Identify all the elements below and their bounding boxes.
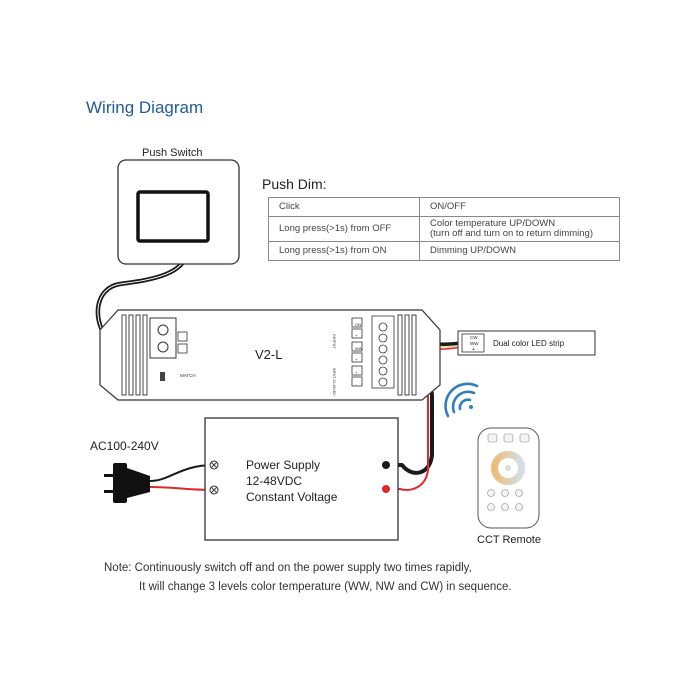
output-terminal-label: + (355, 333, 358, 338)
result-line: (turn off and turn on to return dimming) (430, 228, 593, 239)
led-pin-plus: + (472, 347, 475, 353)
output-label: OUTPUT (332, 334, 336, 349)
match-label: MATCH (180, 373, 196, 378)
led-strip: CW WW + Dual color LED strip (457, 330, 596, 356)
power-supply: Power Supply 12-48VDC Constant Voltage (204, 417, 399, 541)
input-terminal-label: + (355, 370, 358, 375)
led-pin-cw: CW (470, 335, 478, 340)
push-switch-label: Push Switch (142, 147, 203, 159)
input-terminal-label: - (355, 381, 357, 386)
left-fins (121, 314, 148, 396)
note-line: It will change 3 levels color temperatur… (139, 581, 512, 593)
controller-v2l: MATCH V2-L ON + WW + + - OUTPUT INPUT 12… (99, 309, 441, 401)
model-label: V2-L (255, 347, 282, 362)
table-row: Long press(>1s) from ON Dimming UP/DOWN (268, 241, 620, 261)
right-fins (397, 314, 417, 396)
note-line: Note: Continuously switch off and on the… (104, 562, 472, 574)
result-line: Color temperature UP/DOWN (430, 218, 556, 229)
push-dim-title: Push Dim: (262, 176, 327, 192)
power-supply-line: 12-48VDC (246, 474, 302, 488)
remote-label: CCT Remote (477, 534, 541, 546)
output-terminal-label: + (355, 357, 358, 362)
cct-remote (477, 427, 540, 529)
push-switch (117, 159, 240, 265)
table-row: Click ON/OFF (268, 197, 620, 217)
ac-input-label: AC100-240V (90, 439, 159, 453)
diagram-title: Wiring Diagram (86, 98, 204, 117)
input-label: INPUT 12-48VDC (332, 368, 336, 396)
output-terminal-block (351, 315, 395, 389)
match-button (160, 372, 165, 381)
result-cell: Dimming UP/DOWN (419, 241, 620, 261)
ac-plug (104, 463, 150, 503)
output-terminal-label: WW (355, 346, 363, 351)
note: Note: Continuously switch off and on the… (104, 559, 512, 597)
power-supply-line: Constant Voltage (246, 490, 338, 504)
switch-wire-inner (97, 246, 189, 336)
led-strip-label: Dual color LED strip (493, 339, 565, 348)
push-dim-table: Click ON/OFF Long press(>1s) from OFF Co… (268, 197, 620, 261)
output-terminal-label: ON (355, 322, 361, 327)
led-pin-ww: WW (470, 341, 479, 346)
wifi-icon (444, 382, 479, 418)
power-supply-line: Power Supply (246, 458, 320, 472)
result-cell: Color temperature UP/DOWN (turn off and … (419, 216, 620, 242)
